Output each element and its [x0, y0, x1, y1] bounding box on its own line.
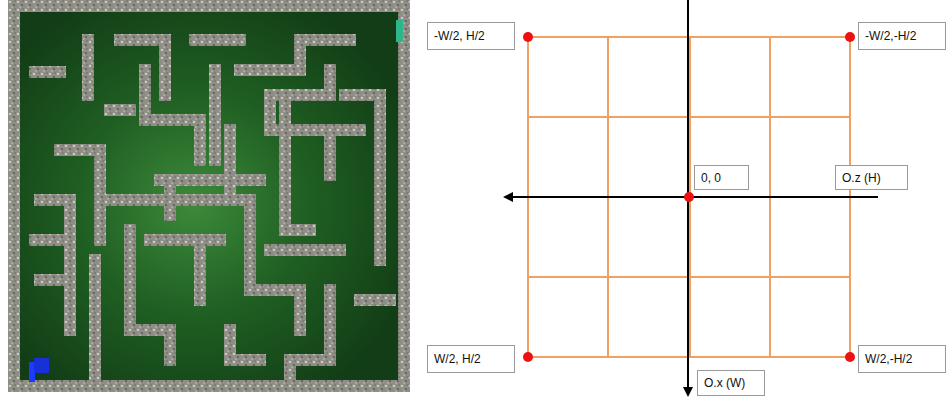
- coordinate-label: O.x (W): [697, 370, 765, 396]
- label-text: 0, 0: [701, 171, 721, 185]
- corner-points: [523, 32, 855, 362]
- coordinate-label: -W/2,-H/2: [858, 22, 946, 50]
- coordinate-label: 0, 0: [694, 165, 749, 190]
- coordinate-label: W/2,-H/2: [858, 345, 946, 373]
- label-text: O.x (W): [704, 376, 745, 390]
- label-text: O.z (H): [842, 171, 881, 185]
- label-text: -W/2, H/2: [434, 29, 485, 43]
- coordinate-label: O.z (H): [835, 165, 908, 190]
- coordinate-label: W/2, H/2: [427, 345, 515, 373]
- maze: [14, 6, 404, 386]
- label-text: W/2, H/2: [434, 352, 481, 366]
- label-text: -W/2,-H/2: [865, 29, 916, 43]
- exit-marker: [396, 20, 403, 42]
- player-marker: [34, 358, 49, 373]
- coordinate-label: -W/2, H/2: [427, 22, 515, 50]
- label-text: W/2,-H/2: [865, 352, 912, 366]
